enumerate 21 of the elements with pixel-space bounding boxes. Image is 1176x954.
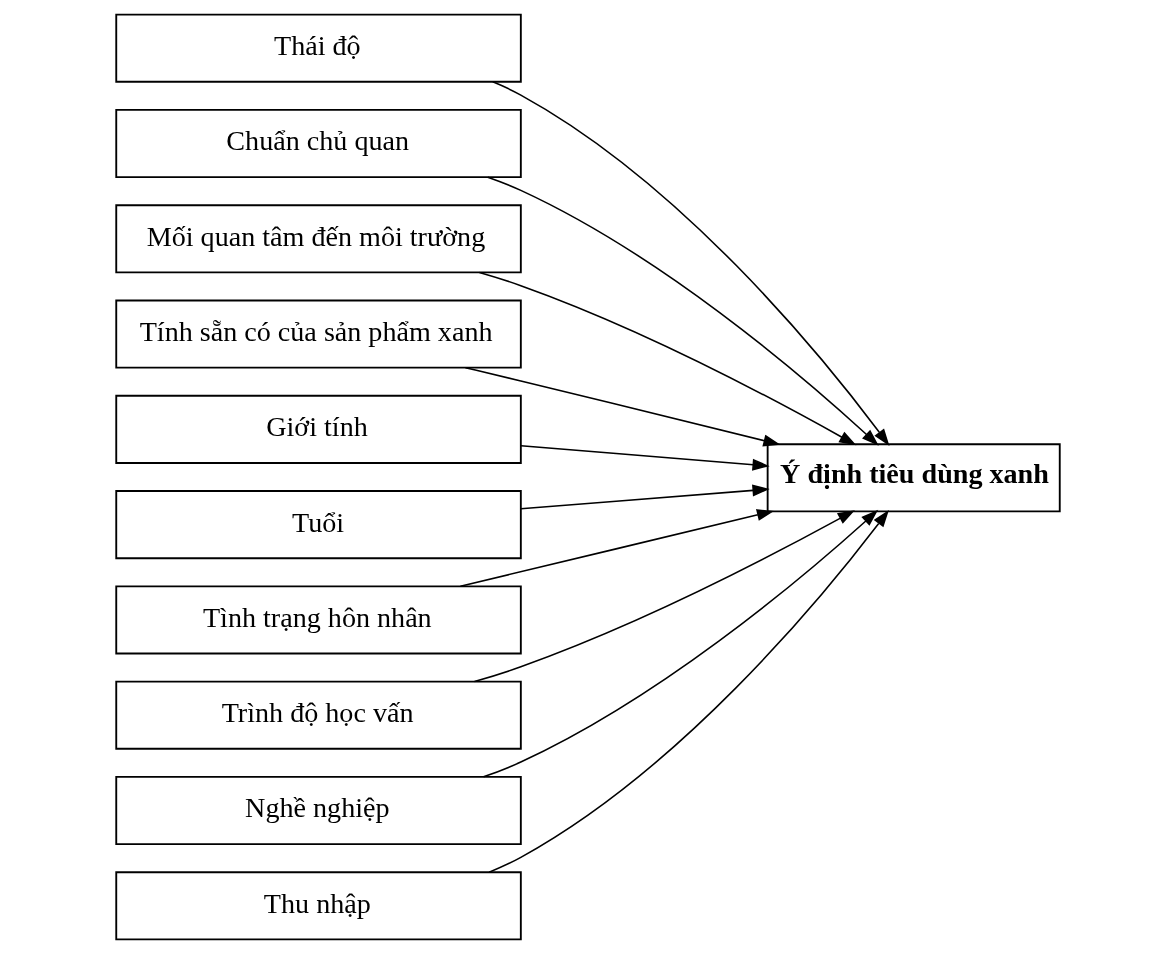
node-box: Chuẩn chủ quan: [115, 108, 522, 178]
arrow: [487, 176, 879, 446]
node-box: Tình trạng hôn nhân: [115, 585, 522, 655]
arrow: [459, 509, 775, 587]
node-box: Thái độ: [115, 13, 522, 83]
node-box: Nghề nghiệp: [115, 776, 522, 846]
arrow: [520, 445, 770, 471]
arrow: [464, 367, 781, 447]
node-box: Tính sẵn có của sản phẩm xanh: [115, 299, 522, 369]
node-box: Ý định tiêu dùng xanh: [766, 443, 1061, 513]
node-box: Thu nhập: [115, 871, 522, 941]
arrow: [520, 484, 770, 510]
arrow: [488, 509, 889, 873]
arrow: [482, 509, 879, 778]
arrow: [473, 510, 855, 683]
node-box: Giới tính: [115, 394, 522, 464]
node-box: Trình độ học vấn: [115, 680, 522, 750]
node-box: Mối quan tâm đến môi trường: [115, 204, 522, 274]
node-box: Tuổi: [115, 490, 522, 560]
arrow: [491, 81, 890, 446]
arrow: [478, 271, 857, 446]
